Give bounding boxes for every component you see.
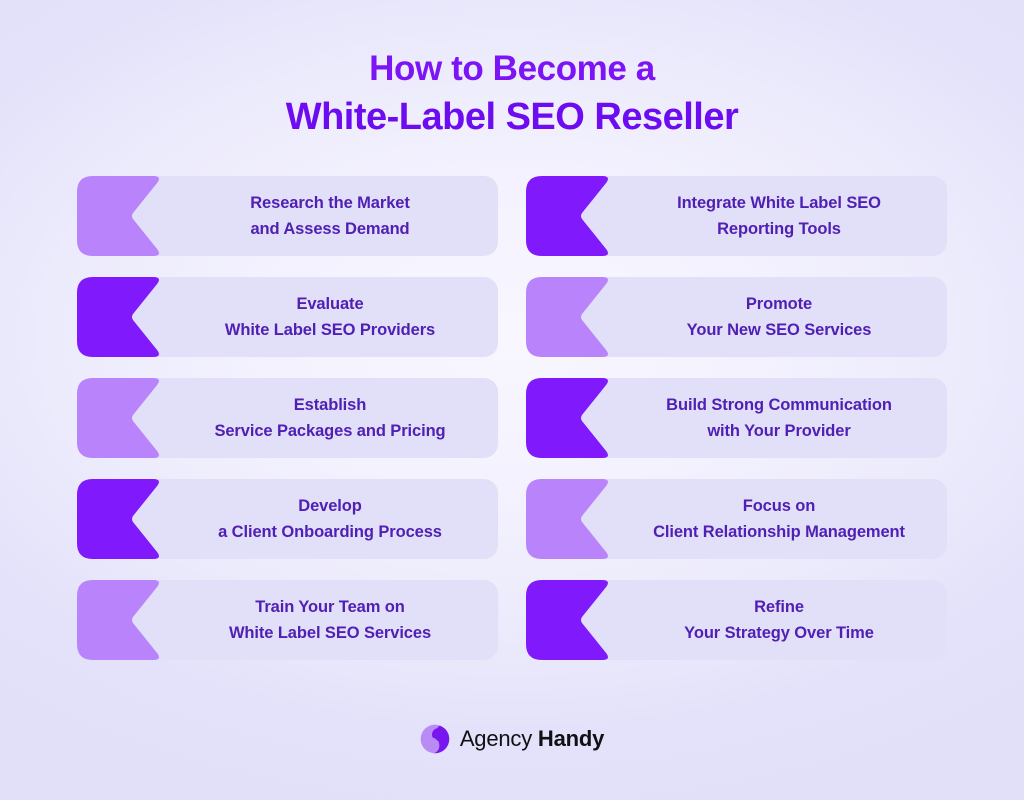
chevron-left-icon: [526, 176, 611, 257]
brand-name: Agency Handy: [459, 726, 605, 752]
chevron-left-icon: [77, 580, 162, 661]
chevron-left-icon: [77, 277, 162, 358]
step-label-line-1: Promote: [745, 294, 813, 313]
step-card-label: Research the Market and Assess Demand: [162, 176, 498, 256]
step-card[interactable]: Train Your Team on White Label SEO Servic…: [77, 580, 498, 661]
step-label-line-1: Establish: [293, 395, 367, 414]
chevron-left-icon: [526, 479, 611, 560]
step-label-line-2: and Assess Demand: [250, 220, 410, 239]
chevron-left-icon: [526, 277, 611, 358]
step-card[interactable]: Develop a Client Onboarding Process: [77, 479, 498, 560]
step-label-line-2: White Label SEO Providers: [224, 321, 436, 340]
chevron-left-icon: [77, 176, 162, 257]
step-label-line-2: White Label SEO Services: [228, 624, 432, 643]
step-label-line-1: Train Your Team on: [255, 597, 405, 616]
step-label-line-2: Your New SEO Services: [686, 321, 872, 340]
step-label-line-1: Build Strong Communication: [666, 395, 892, 414]
step-label-line-1: Research the Market: [250, 193, 410, 212]
chevron-left-icon: [77, 479, 162, 560]
agency-handy-logo-icon: [420, 724, 450, 754]
step-card-label: Focus on Client Relationship Management: [611, 479, 947, 559]
brand-name-light: Agency: [459, 726, 532, 751]
brand-logo: Agency Handy: [0, 724, 1024, 754]
step-card[interactable]: Integrate White Label SEO Reporting Tools: [526, 176, 947, 257]
step-card[interactable]: Build Strong Communication with Your Prov…: [526, 378, 947, 459]
step-label-line-2: Your Strategy Over Time: [684, 624, 874, 643]
title-line-2: White-Label SEO Reseller: [285, 96, 739, 139]
step-card-label: Integrate White Label SEO Reporting Tools: [611, 176, 947, 256]
step-card-label: Train Your Team on White Label SEO Servic…: [162, 580, 498, 660]
steps-grid: Research the Market and Assess Demand Inte…: [77, 176, 947, 661]
step-card[interactable]: Research the Market and Assess Demand: [77, 176, 498, 257]
page-title: How to Become a White-Label SEO Reseller: [0, 48, 1024, 146]
chevron-left-icon: [526, 580, 611, 661]
step-label-line-2: Reporting Tools: [717, 220, 841, 239]
step-label-line-2: a Client Onboarding Process: [218, 523, 442, 542]
step-card-label: Build Strong Communication with Your Prov…: [611, 378, 947, 458]
chevron-left-icon: [77, 378, 162, 459]
step-label-line-1: Integrate White Label SEO: [677, 193, 881, 212]
step-label-line-1: Evaluate: [296, 294, 364, 313]
chevron-left-icon: [526, 378, 611, 459]
step-label-line-2: Service Packages and Pricing: [214, 422, 446, 441]
step-label-line-1: Develop: [298, 496, 362, 515]
brand-name-bold: Handy: [537, 726, 605, 751]
title-line-1: How to Become a: [369, 49, 655, 88]
step-label-line-1: Refine: [754, 597, 804, 616]
step-card[interactable]: Focus on Client Relationship Management: [526, 479, 947, 560]
step-label-line-1: Focus on: [742, 496, 816, 515]
step-label-line-2: Client Relationship Management: [653, 523, 905, 542]
step-label-line-2: with Your Provider: [707, 422, 851, 441]
step-card-label: Develop a Client Onboarding Process: [162, 479, 498, 559]
